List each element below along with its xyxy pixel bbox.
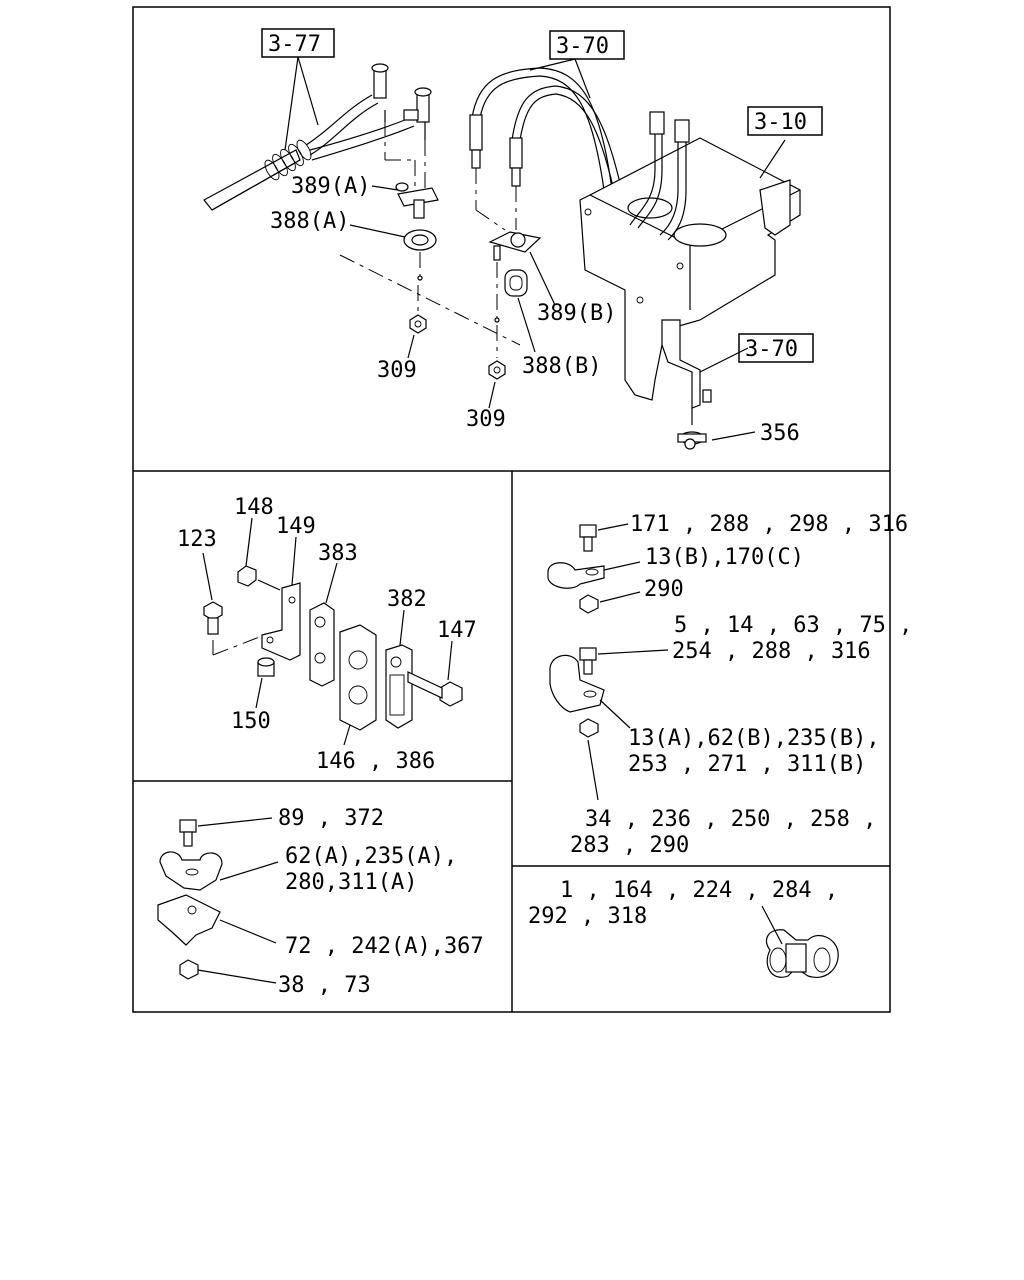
callout-388b: 388(B) (522, 354, 601, 379)
bracket-149 (261, 582, 301, 661)
ref-3-70-top-box[interactable]: 3-70 (549, 30, 625, 60)
callout-283-290: 283 , 290 (570, 833, 689, 858)
bottom-left-panel: 89 , 372 62(A),235(A), 280,311(A) 72 , 2… (157, 806, 484, 998)
callout-292-318: 292 , 318 (528, 904, 647, 929)
clip-389b (488, 231, 542, 261)
ref-3-77-box[interactable]: 3-77 (261, 28, 335, 58)
callout-34-236-250-258: 34 , 236 , 250 , 258 , (585, 807, 876, 832)
clamp-382 (385, 644, 413, 729)
callout-13b-170c: 13(B),170(C) (645, 545, 804, 570)
bolt-123 (203, 601, 223, 635)
callout-309-left: 309 (377, 358, 417, 383)
mid-left-panel: 148 149 123 383 382 147 150 146 , 386 (177, 495, 477, 774)
grommet-146-386 (339, 624, 377, 731)
nut-148 (237, 565, 257, 587)
svg-text:3-77: 3-77 (268, 32, 321, 57)
callout-146-386: 146 , 386 (316, 749, 435, 774)
callout-356: 356 (760, 421, 800, 446)
grommet-388b (504, 269, 528, 297)
hose-clamp-356 (677, 431, 707, 450)
svg-text:3-10: 3-10 (754, 110, 807, 135)
cables-3-70 (469, 58, 625, 231)
callout-253-271-311b: 253 , 271 , 311(B) (628, 752, 866, 777)
callout-309-right: 309 (466, 407, 506, 432)
grommet-388a (403, 229, 437, 251)
nut-38-73 (179, 959, 199, 980)
callout-388a: 388(A) (270, 209, 349, 234)
callout-171-288-298-316: 171 , 288 , 298 , 316 (630, 512, 908, 537)
callout-89-372: 89 , 372 (278, 806, 384, 831)
bottom-right-panel: 1 , 164 , 224 , 284 , 292 , 318 (528, 878, 839, 978)
clip-assembly-lower (549, 647, 605, 738)
callout-38-73: 38 , 73 (278, 973, 371, 998)
callout-1-164-224-284: 1 , 164 , 224 , 284 , (560, 878, 838, 903)
bolt-147 (407, 671, 463, 707)
cable-harness-3-77 (203, 56, 432, 211)
callout-147: 147 (437, 618, 477, 643)
top-panel: 3-77 3-70 3-10 3-70 (203, 28, 823, 450)
nut-309-left (409, 314, 427, 334)
clip-389a (395, 182, 439, 219)
ref-3-10-box[interactable]: 3-10 (747, 106, 823, 136)
tank-3-10 (579, 111, 801, 450)
callout-123: 123 (177, 527, 217, 552)
svg-text:3-70: 3-70 (556, 34, 609, 59)
callout-13a-62b-235b: 13(A),62(B),235(B), (628, 726, 880, 751)
callout-149: 149 (276, 514, 316, 539)
mid-right-panel: 171 , 288 , 298 , 316 13(B),170(C) 290 5… (547, 512, 912, 858)
clip-62a-235a (159, 851, 223, 891)
callout-280-311a: 280,311(A) (285, 870, 417, 895)
callout-389a: 389(A) (291, 174, 370, 199)
callout-290: 290 (644, 577, 684, 602)
ref-3-70-right-box[interactable]: 3-70 (738, 333, 814, 363)
diagram-frame (132, 6, 891, 1013)
bolt-89-372 (179, 819, 197, 847)
nut-309-right (488, 360, 506, 380)
bracket-72-242a-367 (157, 894, 221, 946)
svg-text:3-70: 3-70 (745, 337, 798, 362)
spacer-150 (257, 657, 275, 677)
double-clip (765, 929, 839, 978)
callout-382: 382 (387, 587, 427, 612)
callout-5-14-63-75: 5 , 14 , 63 , 75 , (674, 613, 912, 638)
clip-assembly-upper (547, 524, 605, 614)
callout-383: 383 (318, 541, 358, 566)
clamp-383 (309, 602, 335, 687)
callout-62a-235a: 62(A),235(A), (285, 844, 457, 869)
callout-72-242a-367: 72 , 242(A),367 (285, 934, 484, 959)
callout-148: 148 (234, 495, 274, 520)
callout-150: 150 (231, 709, 271, 734)
callout-254-288-316: 254 , 288 , 316 (672, 639, 871, 664)
callout-389b: 389(B) (537, 301, 616, 326)
